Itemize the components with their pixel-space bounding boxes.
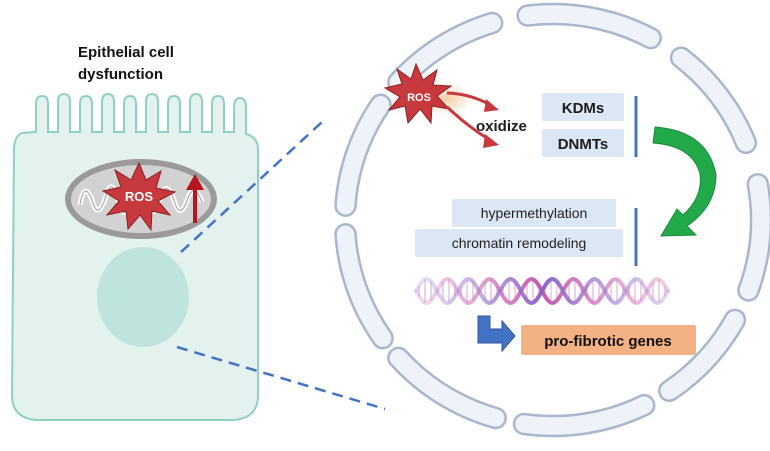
dna-helix	[414, 276, 670, 306]
dnmts-label: DNMTs	[558, 136, 609, 153]
envelope-segment-3	[737, 173, 770, 302]
envelope-segment-6	[387, 346, 507, 430]
oxidize-arrows	[445, 91, 499, 148]
nucleus	[97, 247, 189, 347]
zoom-line-top	[180, 121, 323, 253]
title-line-1: Epithelial cell	[78, 44, 174, 61]
title-line-2: dysfunction	[78, 66, 163, 83]
zoom-line-bottom	[176, 345, 386, 411]
envelope-segment-8	[334, 93, 392, 217]
blue-bent-arrow-icon	[477, 315, 516, 353]
hypermethylation-box	[452, 199, 616, 227]
pro-fibrotic-genes-label: pro-fibrotic genes	[544, 333, 672, 350]
chromatin-remodeling-label: chromatin remodeling	[452, 235, 587, 251]
epithelial-cell: ROS	[10, 92, 259, 421]
nuclear-envelope-ring	[334, 2, 770, 438]
hypermethylation-label: hypermethylation	[481, 205, 588, 221]
envelope-segment-4	[658, 308, 747, 403]
envelope-segment-1	[516, 2, 662, 50]
pro-fibrotic-genes-box	[521, 325, 696, 355]
ros-label-mitochondrion: ROS	[125, 189, 154, 204]
kdms-box	[542, 93, 624, 121]
increase-arrow-icon	[186, 174, 204, 223]
ros-label-nucleus: ROS	[407, 92, 431, 104]
kdms-label: KDMs	[562, 100, 605, 117]
ros-burst-mitochondrion: ROS	[101, 161, 177, 232]
chromatin-remodeling-box	[415, 229, 623, 257]
envelope-segment-2	[669, 46, 758, 155]
oxidize-label: oxidize	[476, 118, 527, 135]
dna-strand-2	[414, 276, 670, 306]
envelope-segment-5	[512, 393, 656, 438]
ros-burst-nucleus: ROS	[383, 62, 473, 125]
dnmts-box	[542, 129, 624, 157]
envelope-segment-7	[334, 223, 394, 350]
green-curved-arrow-icon	[652, 126, 717, 237]
